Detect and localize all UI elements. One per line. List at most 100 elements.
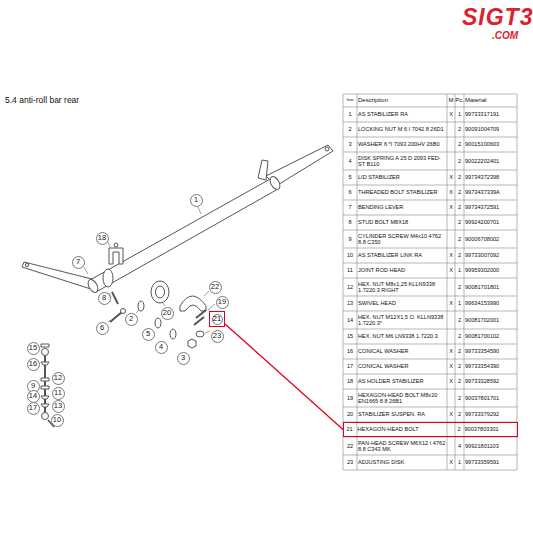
table-cell: 99733354390 <box>465 359 516 374</box>
leader-line <box>163 303 165 306</box>
callout-number: 16 <box>29 360 37 368</box>
table-rule <box>343 107 517 108</box>
table-rule <box>343 359 517 360</box>
table-cell: 2 <box>456 152 463 170</box>
table-cell: 14 <box>344 311 356 329</box>
table-rule <box>343 344 517 345</box>
table-cell: 99733317191 <box>465 107 516 122</box>
hex-nut <box>41 344 49 347</box>
table-cell: 16 <box>344 344 356 359</box>
table-cell: 90022202401 <box>465 152 516 170</box>
table-cell: 90081701801 <box>465 278 516 296</box>
table-cell: LID STABILIZER <box>358 170 446 185</box>
table-rule <box>343 170 517 171</box>
callout-number: 17 <box>29 404 37 412</box>
callout-number: 20 <box>161 307 174 320</box>
table-cell: X <box>448 296 454 311</box>
callout-number: 15 <box>29 344 37 352</box>
table-cell: HEX. NUT M12X1,5 O. KLLN9338 1.7220.3* <box>358 311 446 329</box>
table-cell: 2 <box>456 215 463 230</box>
table-header: Pc. <box>456 94 463 107</box>
table-cell: 2 <box>456 389 463 407</box>
table-cell: 11 <box>344 263 356 278</box>
callout-number: 19 <box>218 298 226 306</box>
table-cell: X <box>448 200 454 215</box>
table-cell: X <box>448 407 454 422</box>
callout-number: 14 <box>27 390 40 403</box>
table-cell: 22 <box>344 437 356 455</box>
table-cell: X <box>448 359 454 374</box>
callout-number: 23 <box>213 332 221 340</box>
table-rule <box>343 230 517 231</box>
table-cell: 6 <box>344 185 356 200</box>
lever-hole <box>325 147 329 151</box>
table-cell: 2 <box>456 374 463 389</box>
table-cell: 99733354590 <box>465 344 516 359</box>
callout-number: 9 <box>31 382 35 390</box>
table-cell: 99634153990 <box>465 296 516 311</box>
table-rule <box>343 263 517 264</box>
tube-end <box>86 278 100 294</box>
table-rule <box>517 94 518 470</box>
callout-number: 15 <box>27 342 40 355</box>
highlight-connector <box>225 324 343 430</box>
table-cell: AS HOLDER STABILIZER <box>358 374 446 389</box>
table-cell: HEXAGON-HEAD BOLT <box>358 422 446 437</box>
leader-line <box>198 207 201 214</box>
suspension-bushing <box>151 281 169 303</box>
table-cell: 2 <box>456 170 463 185</box>
locking-nut <box>188 339 196 348</box>
table-cell: 90015100603 <box>465 137 516 152</box>
conical-washer <box>41 404 49 407</box>
leader-line <box>208 304 215 310</box>
table-cell: PAN-HEAD SCREW M6X12 I 4762 8.8 C343 MK <box>358 437 446 455</box>
table-cell: X <box>448 170 454 185</box>
table-cell: 2 <box>344 122 356 137</box>
table-header: Item <box>344 94 356 107</box>
callout-number: 13 <box>54 402 62 410</box>
table-cell: STUD BOLT M8X18 <box>358 215 446 230</box>
callout-number: 16 <box>27 358 40 371</box>
table-cell: 99733007092 <box>465 248 516 263</box>
callout-number: 13 <box>52 400 65 413</box>
table-cell: HEX. NUT M6 LN9338 1.7220.3 <box>358 329 446 344</box>
callout-number: 1 <box>190 194 203 207</box>
bolt-head <box>121 309 126 314</box>
leader-line <box>205 331 210 333</box>
leader-line <box>108 320 110 322</box>
table-cell: 18 <box>344 374 356 389</box>
callout-number: 8 <box>102 294 106 302</box>
callout-number: 11 <box>52 387 65 400</box>
table-cell: X <box>448 263 454 278</box>
callout-number: 22 <box>209 281 222 294</box>
table-rule <box>343 389 517 390</box>
callout-number: 6 <box>96 322 109 335</box>
callout-number: 21 <box>212 314 223 325</box>
table-cell: SWIVEL HEAD <box>358 296 446 311</box>
table-cell: X <box>448 107 454 122</box>
callout-number: 23 <box>211 330 224 343</box>
table-cell: 99733379292 <box>465 407 516 422</box>
disk-spring <box>155 318 161 328</box>
callout-number: 19 <box>216 296 229 309</box>
tube-end <box>268 175 282 191</box>
adjusting-disk <box>196 331 204 337</box>
callout-number: 5 <box>142 328 155 341</box>
table-cell: 99734372591 <box>465 200 516 215</box>
table-cell: 90037801701 <box>465 389 516 407</box>
highlight-row: 21HEXAGON-HEAD BOLT290037803301 <box>343 422 518 437</box>
table-cell: WASHER 6 *I 7093 200HV 26B0 <box>358 137 446 152</box>
callout-number: 10 <box>51 414 64 427</box>
callout-number: 5 <box>146 330 150 338</box>
conical-washer <box>41 362 49 365</box>
hex-nut <box>41 386 49 389</box>
callout-number: 3 <box>177 352 190 365</box>
table-cell: STABILIZER SUSPEN. RA <box>358 407 446 422</box>
table-rule <box>343 407 517 408</box>
table-cell: ADJUSTING DISK <box>358 455 446 470</box>
leader-line <box>84 267 88 274</box>
table-cell: 2 <box>456 329 463 344</box>
table-cell: 9973437339A <box>465 185 516 200</box>
table-cell: 5 <box>344 170 356 185</box>
table-header: Material <box>465 94 516 107</box>
